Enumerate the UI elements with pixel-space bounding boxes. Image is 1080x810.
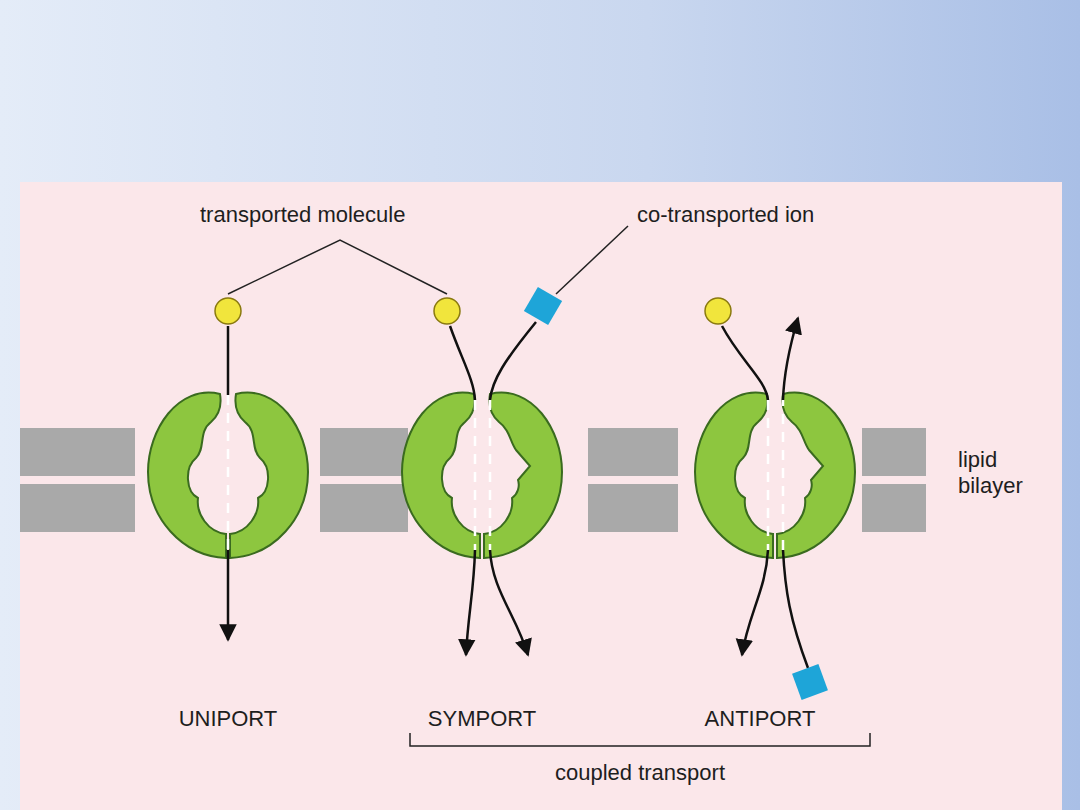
callout-label: transported molecule [200, 202, 405, 228]
group-label: coupled transport [555, 760, 725, 786]
callout-label: co-transported ion [637, 202, 814, 228]
type-label: SYMPORT [428, 706, 536, 732]
type-label: UNIPORT [179, 706, 278, 732]
layer-label: lipid bilayer [958, 447, 1050, 499]
type-label: ANTIPORT [705, 706, 816, 732]
